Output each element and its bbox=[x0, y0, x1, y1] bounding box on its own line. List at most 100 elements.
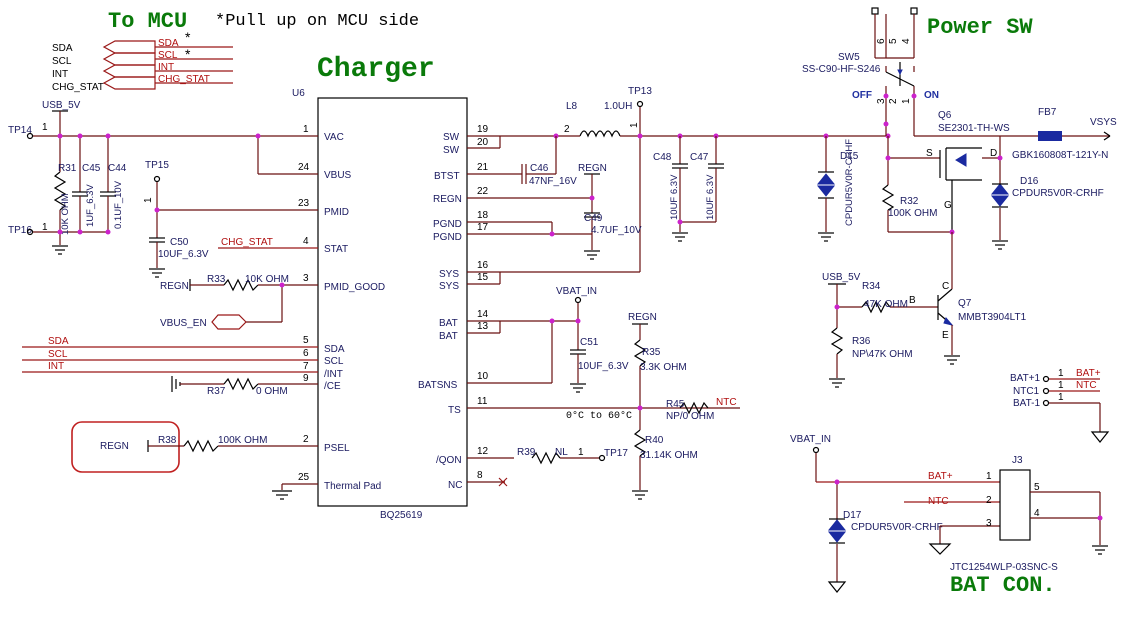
r31-value: 10K OHM bbox=[60, 193, 71, 235]
pin-name-thermal: Thermal Pad bbox=[324, 481, 381, 492]
sda-star: * bbox=[185, 29, 191, 45]
pin-num-sda: 5 bbox=[303, 335, 309, 346]
sw5-pin2: 2 bbox=[888, 98, 899, 104]
r36-ref: R36 bbox=[852, 336, 871, 347]
pin-num-sys2: 15 bbox=[477, 272, 489, 283]
c51-ref: C51 bbox=[580, 337, 599, 348]
pin-name-btst: BTST bbox=[434, 171, 460, 182]
mcu-sda-left: SDA bbox=[52, 43, 73, 54]
d17-value: CPDUR5V0R-CRHF bbox=[851, 522, 943, 533]
j3-connector: VBAT_IN BAT+ D17 CPDUR5V0R-CRHF NTC J3 J… bbox=[790, 434, 1108, 593]
c48-ref: C48 bbox=[653, 152, 672, 163]
pin-num-sw2: 20 bbox=[477, 137, 489, 148]
j3-pin4: 4 bbox=[1034, 508, 1040, 519]
r33-ref: R33 bbox=[207, 274, 226, 285]
pin-num-bat1: 14 bbox=[477, 309, 489, 320]
mcu-scl-right: SCL bbox=[158, 50, 178, 61]
j3-batplus-net: BAT+ bbox=[928, 471, 953, 482]
pin-num-vac: 1 bbox=[303, 124, 309, 135]
vbat-in-label: VBAT_IN bbox=[556, 286, 597, 297]
r36-value: NP\47K OHM bbox=[852, 349, 913, 360]
psel-highlight-box bbox=[71, 421, 180, 473]
fb7-ref: FB7 bbox=[1038, 107, 1057, 118]
ic-u6: U6 BQ25619 1 VAC 24 VBUS 23 PMID 4 STAT … bbox=[22, 88, 740, 521]
pin-num-batsns: 10 bbox=[477, 371, 489, 382]
c47-ref: C47 bbox=[690, 152, 709, 163]
fb7-value: GBK160808T-121Y-N bbox=[1012, 150, 1108, 161]
r37-ref: R37 bbox=[207, 386, 226, 397]
pin-num-vbus: 24 bbox=[298, 162, 310, 173]
q7-ref: Q7 bbox=[958, 298, 972, 309]
c50-value: 10UF_6.3V bbox=[158, 249, 209, 260]
scl-net: SCL bbox=[48, 349, 68, 360]
r39-value: NL bbox=[555, 447, 568, 458]
c47-value: 10UF 6.3V bbox=[705, 174, 716, 220]
switch-section: L8 1.0UH TP13 1 2 C46 47NF_16V REGN C49 … bbox=[521, 86, 891, 272]
sw5-value: SS-C90-HF-S246 bbox=[802, 64, 881, 75]
pin-num-stat: 4 bbox=[303, 236, 309, 247]
pin-name-bat1: BAT bbox=[439, 318, 458, 329]
pin-name-scl: SCL bbox=[324, 356, 344, 367]
ts-range: 0°C to 60°C bbox=[566, 410, 632, 422]
mcu-connector-block: SDA SCL INT CHG_STAT SDA SCL INT CHG_STA… bbox=[52, 29, 233, 93]
pin-num-pgnd1: 18 bbox=[477, 210, 489, 221]
pin-name-vbus: VBUS bbox=[324, 170, 352, 181]
pin-name-stat: STAT bbox=[324, 244, 348, 255]
pullup-note: *Pull up on MCU side bbox=[215, 12, 419, 31]
r38-ref: R38 bbox=[158, 435, 177, 446]
ic-ref: U6 bbox=[292, 88, 305, 99]
c46-ref: C46 bbox=[530, 163, 549, 174]
pin-num-bat2: 13 bbox=[477, 321, 489, 332]
pin-num-pmidgood: 3 bbox=[303, 273, 309, 284]
mcu-scl-left: SCL bbox=[52, 56, 72, 67]
scl-star: * bbox=[185, 46, 191, 62]
sw5-pin5: 5 bbox=[888, 38, 899, 44]
pin-name-pgnd2: PGND bbox=[433, 232, 462, 243]
r32-ref: R32 bbox=[900, 196, 919, 207]
pin-name-pmid: PMID bbox=[324, 207, 349, 218]
bat-testpoints: BAT+1 NTC1 BAT-1 1 1 1 BAT+ NTC bbox=[1010, 368, 1110, 443]
pin-name-ts: TS bbox=[448, 405, 461, 416]
d15-ref: D15 bbox=[840, 151, 859, 162]
tp14-label: TP14 bbox=[8, 125, 32, 136]
pin-name-bat2: BAT bbox=[439, 331, 458, 342]
sw5-pin4: 4 bbox=[901, 38, 912, 44]
pin-name-vac: VAC bbox=[324, 132, 344, 143]
pin-name-int: /INT bbox=[324, 369, 343, 380]
r35-ref: R35 bbox=[642, 347, 661, 358]
pin-name-nc: NC bbox=[448, 480, 462, 491]
sw-on-label: ON bbox=[924, 90, 939, 101]
q6-s: S bbox=[926, 148, 933, 159]
bat-tp2-pin: 1 bbox=[1058, 380, 1064, 391]
mcu-sda-right: SDA bbox=[158, 38, 179, 49]
pin-num-scl: 6 bbox=[303, 348, 309, 359]
pin-num-regn: 22 bbox=[477, 186, 489, 197]
bat-con-title: BAT CON. bbox=[950, 573, 1056, 598]
mcu-int-left: INT bbox=[52, 69, 68, 80]
pin-num-sys1: 16 bbox=[477, 260, 489, 271]
bat-tp1-label: BAT+1 bbox=[1010, 373, 1041, 384]
ic-part: BQ25619 bbox=[380, 510, 423, 521]
regn-r38-label: REGN bbox=[100, 441, 129, 452]
q7-c: C bbox=[942, 281, 949, 292]
power-switch: SW5 SS-C90-HF-S246 6 5 4 3 2 1 OFF ON bbox=[802, 7, 1038, 137]
r45-value: NP/0 OHM bbox=[666, 411, 714, 422]
bat-tp1-net: BAT+ bbox=[1076, 368, 1101, 379]
d15-value: CPDUR5V0R-CRHF bbox=[844, 139, 855, 226]
tp15-label: TP15 bbox=[145, 160, 169, 171]
pin-num-int: 7 bbox=[303, 361, 309, 372]
r34-ref: R34 bbox=[862, 281, 881, 292]
c50-ref: C50 bbox=[170, 237, 189, 248]
ic-left-pins: 1 VAC 24 VBUS 23 PMID 4 STAT CHG_STAT 3 … bbox=[22, 124, 385, 492]
ic-right-pins: 19 SW 20 SW 21 BTST 22 REGN 18 PGND 17 P… bbox=[418, 124, 740, 491]
bat-tp2-label: NTC1 bbox=[1013, 386, 1040, 397]
pin-name-pgnd1: PGND bbox=[433, 219, 462, 230]
c48-value: 10UF 6.3V bbox=[669, 174, 680, 220]
q7-npn: USB_5V R34 47K OHM B C E Q7 MMBT3904LT1 … bbox=[822, 232, 1027, 388]
q7-value: MMBT3904LT1 bbox=[958, 312, 1027, 323]
pin-num-thermal: 25 bbox=[298, 472, 310, 483]
r35-value: 3.3K OHM bbox=[640, 362, 687, 373]
q7-b: B bbox=[909, 295, 916, 306]
sw-off-label: OFF bbox=[852, 90, 872, 101]
